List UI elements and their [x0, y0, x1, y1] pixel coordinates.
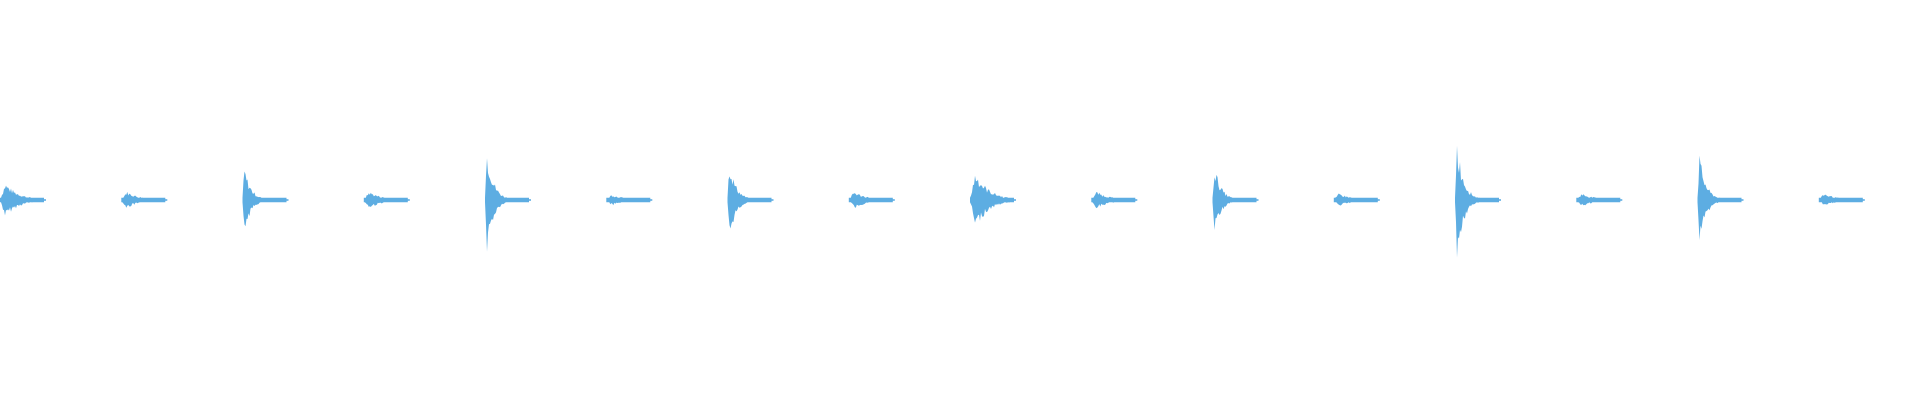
waveform-transient [848, 193, 893, 208]
waveform-transient [727, 176, 772, 229]
waveform-tail [1375, 199, 1380, 201]
waveform-tail [1254, 199, 1259, 201]
waveform-tail [648, 199, 653, 201]
waveform-tail [1860, 199, 1865, 201]
waveform-tail [1618, 199, 1623, 201]
waveform-tail [405, 199, 410, 201]
waveform-transient [970, 175, 1014, 223]
waveform-tail [1739, 199, 1744, 201]
waveform-transient [363, 192, 408, 207]
waveform-tail [42, 199, 46, 201]
waveform-transient [1697, 155, 1742, 241]
waveform-transient [242, 171, 287, 227]
waveform-tail [890, 199, 895, 201]
waveform-tail [163, 199, 168, 201]
waveform-transient [121, 191, 166, 208]
waveform-transient [1212, 174, 1257, 230]
waveform-tail [1012, 199, 1016, 201]
waveform-transient [485, 158, 529, 252]
waveform-tail [527, 199, 531, 201]
waveform-transient [0, 185, 44, 216]
waveform-transient [1818, 194, 1863, 205]
waveform-transient [1091, 192, 1136, 209]
waveform-transient [1576, 194, 1621, 206]
waveform-transient [1455, 145, 1499, 258]
waveform-tail [1497, 199, 1501, 201]
waveform-tail [769, 199, 774, 201]
waveform-transient [1333, 193, 1378, 206]
waveform-tail [1133, 199, 1138, 201]
waveform-tail [284, 199, 289, 201]
waveform-transient [606, 195, 651, 206]
